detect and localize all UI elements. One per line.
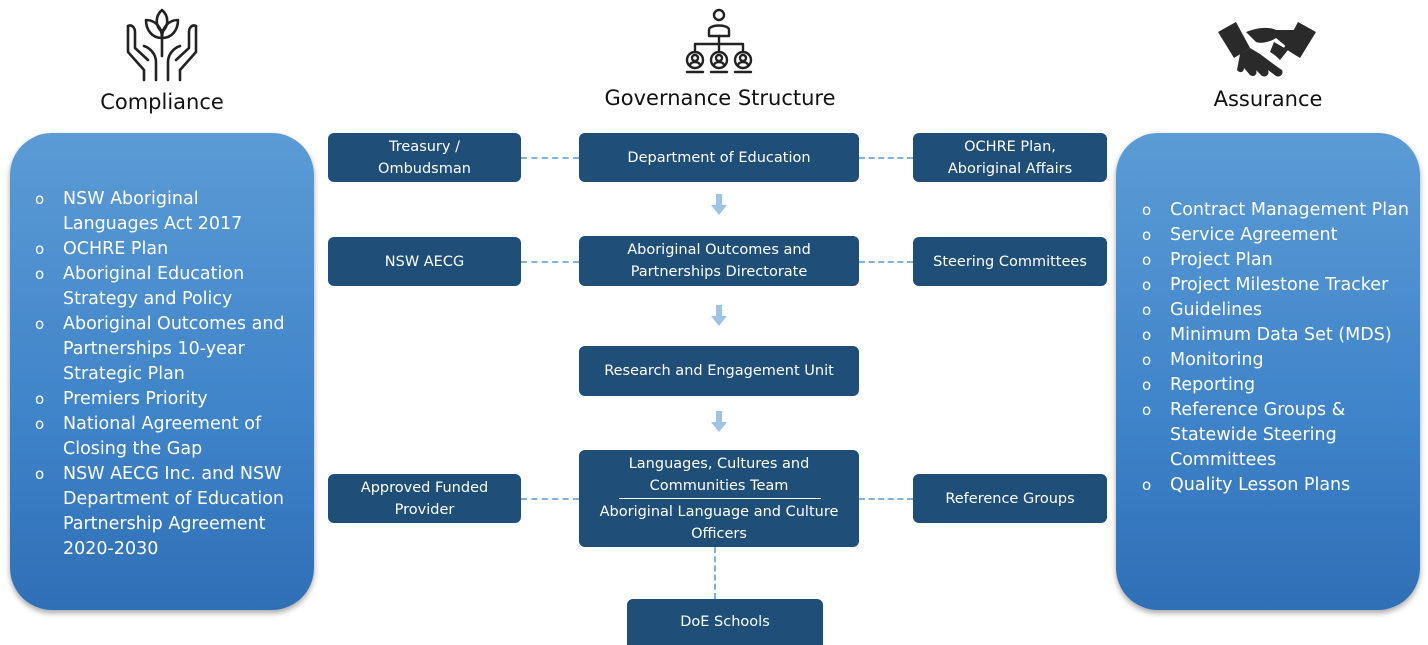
box-nsw-aecg: NSW AECG [328, 237, 521, 286]
handshake-icon [1218, 22, 1316, 77]
box-label: DoE Schools [680, 614, 770, 630]
box-label: Department of Education [627, 149, 811, 166]
compliance-heading: Compliance [100, 90, 224, 114]
box-doe-schools: DoE Schools [627, 599, 823, 645]
box-research-engagement-unit: Research and Engagement Unit [579, 346, 859, 396]
box-label: Steering Committees [933, 253, 1087, 270]
connector-lcc-schools [714, 547, 716, 599]
alco-label: Aboriginal Language and Culture Officers [599, 504, 839, 542]
box-label: Treasury / Ombudsman [378, 138, 471, 177]
plant-in-hands-icon [126, 8, 198, 82]
box-ochre-plan: OCHRE Plan, Aboriginal Affairs [913, 133, 1107, 182]
lcc-divider [619, 498, 821, 499]
box-reference-groups: Reference Groups [913, 474, 1107, 523]
down-arrow-icon [711, 411, 727, 432]
governance-heading: Governance Structure [604, 86, 836, 110]
box-label: NSW AECG [384, 253, 465, 270]
box-label: Reference Groups [945, 490, 1075, 507]
connector-treasury-department [521, 157, 579, 159]
assurance-heading: Assurance [1213, 87, 1323, 111]
connector-department-ochre [859, 157, 913, 159]
box-steering-committees: Steering Committees [913, 237, 1107, 286]
connector-aecg-aopd [521, 261, 579, 263]
connector-lcc-reference [859, 498, 913, 500]
box-label: Approved Funded Provider [360, 479, 489, 518]
down-arrow-icon [711, 305, 727, 326]
box-label: OCHRE Plan, Aboriginal Affairs [947, 138, 1073, 177]
down-arrow-icon [711, 194, 727, 215]
box-languages-cultures-team: Languages, Cultures and Communities Team… [579, 450, 859, 547]
box-label: Research and Engagement Unit [604, 363, 834, 379]
connector-provider-lcc [521, 498, 579, 500]
box-department-of-education: Department of Education [579, 133, 859, 182]
org-hierarchy-icon [685, 8, 753, 74]
lcc-team-label: Languages, Cultures and Communities Team [628, 456, 810, 494]
box-approved-funded-provider: Approved Funded Provider [328, 474, 521, 523]
box-aboriginal-outcomes-directorate: Aboriginal Outcomes and Partnerships Dir… [579, 236, 859, 286]
box-treasury-ombudsman: Treasury / Ombudsman [328, 133, 521, 182]
connector-aopd-steering [859, 261, 913, 263]
box-label: Aboriginal Outcomes and Partnerships Dir… [627, 242, 811, 280]
